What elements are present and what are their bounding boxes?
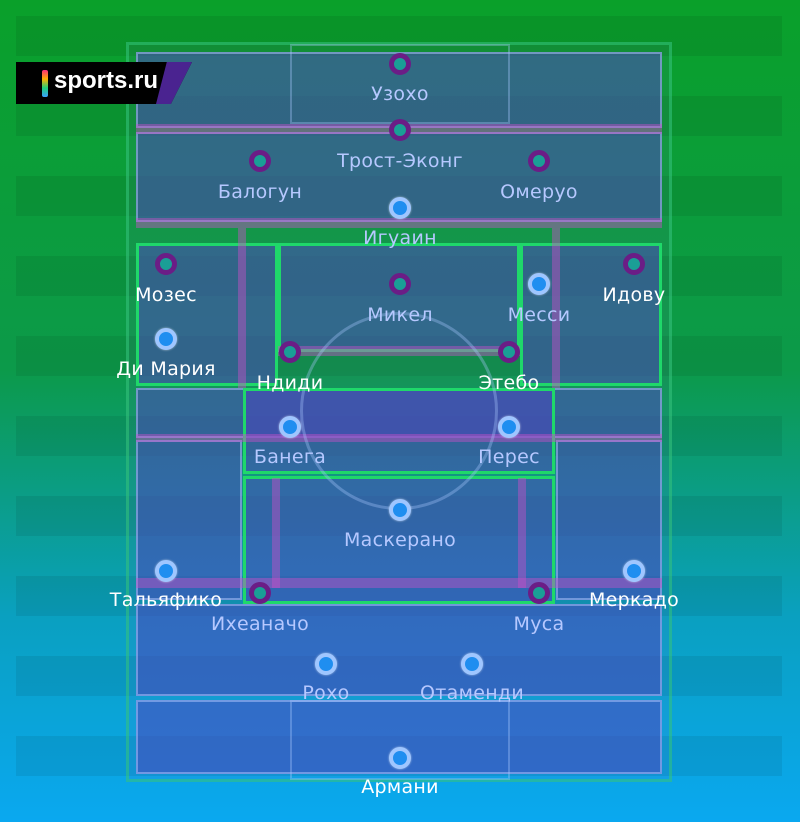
player-dot-argentina <box>155 560 177 582</box>
player-dot-nigeria <box>389 273 411 295</box>
player-dot-argentina <box>461 653 483 675</box>
pink-band <box>272 478 280 588</box>
pink-band <box>136 578 662 588</box>
pink-band <box>552 228 560 388</box>
player-dot-nigeria <box>155 253 177 275</box>
zone-left-bottom <box>136 440 242 600</box>
player-dot-nigeria <box>528 150 550 172</box>
player-name: Этебо <box>478 372 540 394</box>
player-dot-argentina <box>389 747 411 769</box>
player-dot-nigeria <box>389 119 411 141</box>
player-name: Идову <box>602 284 666 306</box>
player-name: Балогун <box>217 181 303 203</box>
penalty-box-bottom <box>290 700 510 780</box>
grass-stripe <box>16 16 782 56</box>
player-dot-nigeria <box>498 341 520 363</box>
zone-right-bottom <box>556 440 662 600</box>
player-name: Отаменди <box>420 682 524 704</box>
player-dot-nigeria <box>279 341 301 363</box>
player-dot-nigeria <box>249 582 271 604</box>
player-name: Банега <box>253 446 327 468</box>
center-circle <box>300 312 498 510</box>
player-dot-nigeria <box>389 53 411 75</box>
player-dot-argentina <box>315 653 337 675</box>
sports-ru-logo: sports.ru <box>16 62 192 104</box>
pink-band <box>518 478 526 588</box>
player-name: Меркадо <box>588 589 680 611</box>
player-name: Ихеаначо <box>210 613 310 635</box>
player-name: Трост-Эконг <box>337 150 463 172</box>
logo-text: sports.ru <box>54 67 159 94</box>
player-dot-nigeria <box>528 582 550 604</box>
logo-colorbar-icon <box>42 70 48 97</box>
player-name: Перес <box>478 446 540 468</box>
player-dot-nigeria <box>249 150 271 172</box>
player-name: Рохо <box>302 682 350 704</box>
player-name: Тальяфико <box>109 589 223 611</box>
player-name: Узохо <box>371 83 429 105</box>
pink-band <box>238 228 246 388</box>
player-name: Мозес <box>135 284 197 306</box>
player-name: Омеруо <box>500 181 578 203</box>
player-dot-argentina <box>528 273 550 295</box>
player-dot-nigeria <box>623 253 645 275</box>
player-name: Ндиди <box>256 372 324 394</box>
player-name: Маскерано <box>343 529 457 551</box>
player-name: Месси <box>507 304 571 326</box>
player-dot-argentina <box>389 197 411 219</box>
pink-band <box>136 218 662 228</box>
player-dot-argentina <box>623 560 645 582</box>
player-name: Ди Мария <box>116 358 216 380</box>
player-dot-argentina <box>498 416 520 438</box>
zone-def-bottom <box>136 604 662 696</box>
player-name: Микел <box>367 304 433 326</box>
player-name: Армани <box>361 776 439 798</box>
player-dot-argentina <box>389 499 411 521</box>
player-name: Игуаин <box>363 227 437 249</box>
player-name: Муса <box>513 613 565 635</box>
player-dot-argentina <box>155 328 177 350</box>
player-dot-argentina <box>279 416 301 438</box>
